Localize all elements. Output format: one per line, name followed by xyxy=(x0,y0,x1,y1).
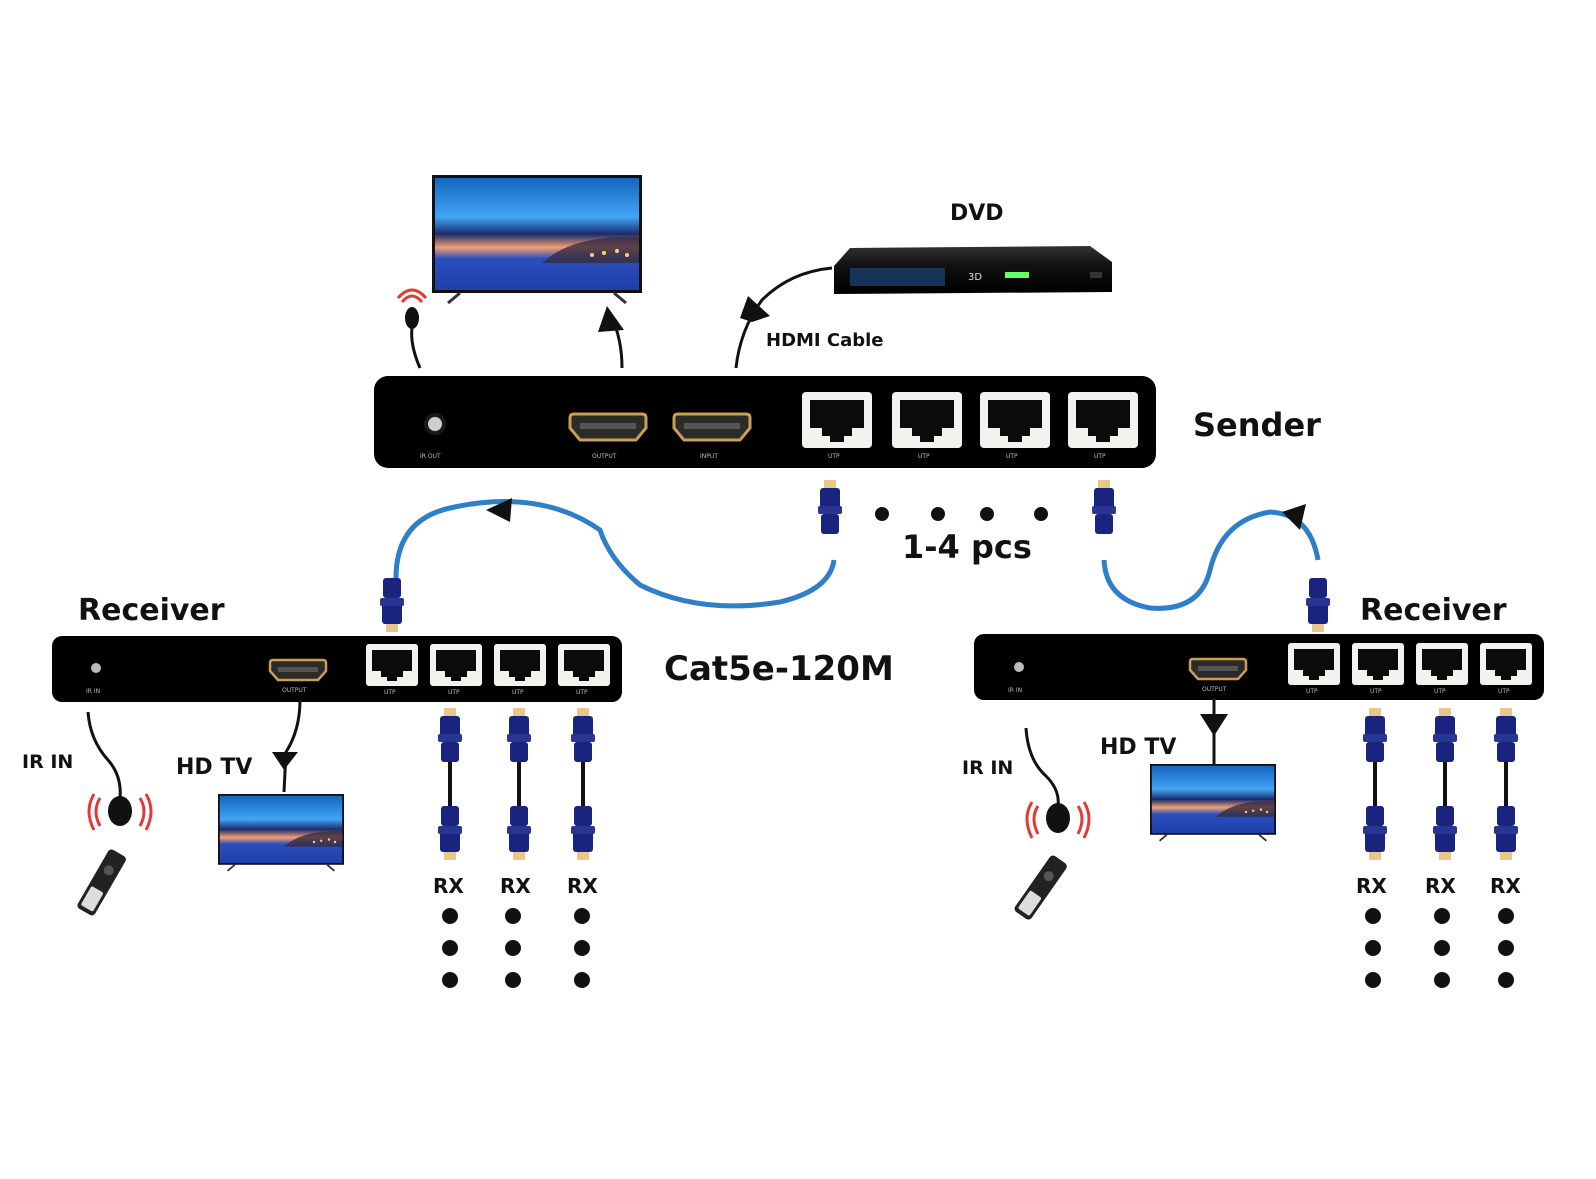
hdmi-cable-label: HDMI Cable xyxy=(766,330,884,351)
svg-text:IR IN: IR IN xyxy=(1008,687,1022,694)
ir-receiver-right-icon xyxy=(1024,727,1091,839)
rx-label-left-3: RX xyxy=(567,874,598,898)
rx-cable-right-3 xyxy=(1494,708,1518,860)
svg-text:UTP: UTP xyxy=(1434,688,1446,695)
receiver-right-label: Receiver xyxy=(1360,593,1507,628)
svg-text:UTP: UTP xyxy=(1094,453,1106,460)
hdtv-right xyxy=(1149,763,1277,842)
rx-cable-left-2 xyxy=(507,708,531,860)
svg-text:OUTPUT: OUTPUT xyxy=(282,687,307,694)
svg-text:UTP: UTP xyxy=(1498,688,1510,695)
sender-ir-out-port[interactable]: IR OUT xyxy=(420,413,446,460)
receiver-left-utp-port-2[interactable]: UTP xyxy=(430,644,482,696)
dvd-player: 3D xyxy=(834,246,1112,294)
ir-in-left-label: IR IN xyxy=(22,751,73,773)
rx-cable-right-2 xyxy=(1433,708,1457,860)
sender-hdmi-input-port[interactable]: INPUT xyxy=(672,412,752,460)
sender-utp-port-4[interactable]: UTP xyxy=(1068,392,1138,460)
svg-text:UTP: UTP xyxy=(918,453,930,460)
receiver-right-utp-port-1[interactable]: UTP xyxy=(1288,643,1340,695)
receiver-left-utp-port-3[interactable]: UTP xyxy=(494,644,546,696)
receiver-right-utp-port-4[interactable]: UTP xyxy=(1480,643,1532,695)
rx-dots-left xyxy=(442,908,590,988)
svg-text:OUTPUT: OUTPUT xyxy=(1202,686,1227,693)
remote-control-right-icon xyxy=(1014,855,1067,920)
sender-utp-port-3[interactable]: UTP xyxy=(980,392,1050,460)
svg-text:OUTPUT: OUTPUT xyxy=(592,453,617,460)
cable-spec-label: Cat5e-120M xyxy=(664,649,894,689)
receiver-left-ir-in-port[interactable]: IR IN xyxy=(86,663,101,695)
ir-emitter-icon xyxy=(396,288,428,369)
svg-text:UTP: UTP xyxy=(576,689,588,696)
svg-text:UTP: UTP xyxy=(1370,688,1382,695)
rx-label-left-2: RX xyxy=(500,874,531,898)
sender-utp-port-2[interactable]: UTP xyxy=(892,392,962,460)
receiver-right-utp-port-2[interactable]: UTP xyxy=(1352,643,1404,695)
hdtv-left xyxy=(217,793,345,872)
rx-dots-right xyxy=(1365,908,1514,988)
receiver-left-hdmi-output-port[interactable]: OUTPUT xyxy=(268,658,328,694)
rx-cable-left-3 xyxy=(571,708,595,860)
arrow-dvd-to-sender xyxy=(734,266,833,369)
pcs-label: 1-4 pcs xyxy=(902,528,1032,566)
rj45-plug-right-receiver xyxy=(1306,578,1330,632)
receiver-right-hdmi-output-port[interactable]: OUTPUT xyxy=(1188,657,1248,693)
sender-device: IR OUT OUTPUT INPUT UTP UTP UTP UTP xyxy=(374,376,1156,468)
receiver-right-ir-in-port[interactable]: IR IN xyxy=(1008,662,1024,694)
receiver-left-utp-port-4[interactable]: UTP xyxy=(558,644,610,696)
sender-hdmi-output-port[interactable]: OUTPUT xyxy=(568,412,648,460)
svg-text:IR IN: IR IN xyxy=(86,688,100,695)
svg-text:UTP: UTP xyxy=(1006,453,1018,460)
svg-text:IR OUT: IR OUT xyxy=(420,453,441,460)
arrow-to-hdtv-left xyxy=(272,699,302,793)
cat5e-cable-left xyxy=(393,498,837,609)
arrow-to-local-tv xyxy=(598,306,624,369)
hdtv-right-label: HD TV xyxy=(1100,735,1176,760)
svg-text:3D: 3D xyxy=(968,272,982,283)
more-outputs-dots xyxy=(875,507,1048,521)
receiver-right-device: IR IN OUTPUT UTP UTP UTP UTP xyxy=(974,634,1544,700)
rj45-plug-left-receiver xyxy=(380,578,404,632)
receiver-right-utp-port-3[interactable]: UTP xyxy=(1416,643,1468,695)
rx-cable-right-1 xyxy=(1363,708,1387,860)
hdtv-left-label: HD TV xyxy=(176,755,252,780)
dvd-label: DVD xyxy=(950,201,1004,226)
receiver-left-utp-port-1[interactable]: UTP xyxy=(366,644,418,696)
rx-label-left-1: RX xyxy=(433,874,464,898)
svg-text:UTP: UTP xyxy=(1306,688,1318,695)
ir-receiver-left-icon xyxy=(86,711,153,831)
svg-text:UTP: UTP xyxy=(448,689,460,696)
svg-text:UTP: UTP xyxy=(512,689,524,696)
rj45-plug-sender-port1 xyxy=(818,480,842,534)
ir-in-right-label: IR IN xyxy=(962,757,1013,779)
sender-utp-port-1[interactable]: UTP xyxy=(802,392,872,460)
sender-label: Sender xyxy=(1193,406,1321,444)
cat5e-cable-right xyxy=(1101,504,1321,611)
svg-text:INPUT: INPUT xyxy=(700,453,718,460)
receiver-left-device: IR IN OUTPUT UTP UTP UTP UTP xyxy=(52,636,622,702)
receiver-left-label: Receiver xyxy=(78,593,225,628)
rx-label-right-2: RX xyxy=(1425,874,1456,898)
arrow-to-hdtv-right xyxy=(1200,698,1228,764)
svg-text:UTP: UTP xyxy=(384,689,396,696)
remote-control-left-icon xyxy=(77,849,126,916)
rx-label-right-1: RX xyxy=(1356,874,1387,898)
rj45-plug-sender-port4 xyxy=(1092,480,1116,534)
rx-label-right-3: RX xyxy=(1490,874,1521,898)
local-tv xyxy=(430,173,644,305)
rx-cable-left-1 xyxy=(438,708,462,860)
svg-text:UTP: UTP xyxy=(828,453,840,460)
